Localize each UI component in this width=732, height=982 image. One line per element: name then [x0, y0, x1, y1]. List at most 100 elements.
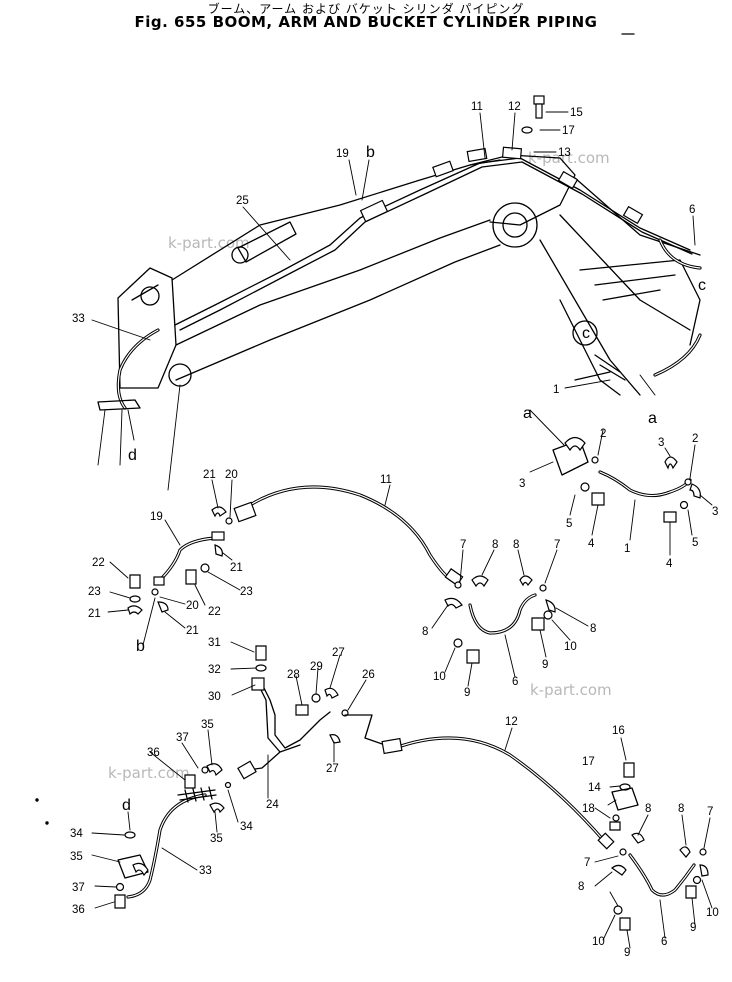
callout-label: 1: [624, 543, 630, 555]
callout-letter: a: [523, 405, 532, 422]
callout-label: 21: [88, 608, 101, 620]
callout-label: 21: [186, 625, 199, 637]
group-24-labels: 31 32 30 28 29 27 26 27 24 34 35 37 36 3…: [147, 637, 375, 845]
callout-label: 10: [706, 907, 719, 919]
watermark: k-part.com: [528, 149, 610, 167]
callout-label: 9: [690, 922, 696, 934]
callout-letter: c: [698, 277, 706, 294]
callout-label: 1: [553, 384, 559, 396]
title-japanese: ブーム、アーム および バケット シリンダ パイピング: [207, 2, 525, 16]
callout-label: 29: [310, 661, 323, 673]
callout-label: 3: [519, 478, 525, 490]
callout-label: 2: [692, 433, 698, 445]
callout-label: 7: [554, 539, 560, 551]
callout-label: 5: [692, 537, 698, 549]
callout-label: 21: [203, 469, 216, 481]
callout-label: 36: [147, 747, 160, 759]
title-english: Fig. 655 BOOM, ARM AND BUCKET CYLINDER P…: [134, 13, 598, 31]
callout-label: 37: [176, 732, 189, 744]
callout-label: 4: [588, 538, 595, 550]
callout-label: 10: [564, 641, 577, 653]
callout-label: 11: [380, 474, 392, 486]
callout-label: 25: [236, 195, 249, 207]
callout-label: 7: [707, 806, 713, 818]
callout-label: 8: [513, 539, 519, 551]
callout-label: 35: [201, 719, 214, 731]
callout-label: 12: [505, 716, 518, 728]
callout-label: 20: [225, 469, 238, 481]
callout-label: 33: [72, 313, 85, 325]
callout-label: 8: [492, 539, 498, 551]
callout-label: 6: [512, 676, 518, 688]
callout-label: 34: [240, 821, 253, 833]
callout-label: 3: [712, 506, 718, 518]
callout-label: 3: [658, 437, 664, 449]
callout-label: 11: [471, 101, 483, 113]
callout-letter: b: [366, 144, 375, 161]
top-leaders: [91, 95, 696, 441]
callout-label: 12: [508, 101, 521, 113]
callout-label: 35: [70, 851, 83, 863]
watermark: k-part.com: [108, 764, 190, 782]
callout-label: 2: [600, 428, 606, 440]
callout-label: 8: [422, 626, 428, 638]
callout-label: 4: [666, 558, 673, 570]
callout-label: 23: [88, 586, 101, 598]
callout-label: 9: [624, 947, 630, 959]
callout-label: 21: [230, 562, 243, 574]
callout-label: 8: [645, 803, 651, 815]
callout-label: 31: [208, 637, 221, 649]
callout-label: 17: [562, 125, 575, 137]
callout-letter: c: [582, 325, 590, 342]
callout-label: 18: [582, 803, 595, 815]
group-a-labels: a 3 2 3 2 5 4 1 3 4 5: [519, 405, 718, 570]
callout-label: 33: [199, 865, 212, 877]
group-hose6-left-labels: 7 8 8 7 8 8 10 9 6 9 10: [422, 539, 596, 699]
callout-label: 35: [210, 833, 223, 845]
callout-label: 20: [186, 600, 199, 612]
callout-label: 19: [150, 511, 163, 523]
callout-label: 6: [661, 936, 667, 948]
watermark: k-part.com: [530, 681, 612, 699]
callout-label: 10: [433, 671, 446, 683]
group-33-labels: d 34 35 37 36 33: [70, 797, 212, 916]
callout-label: 37: [72, 882, 85, 894]
top-labels: 11 12 15 17 13 19 b 25 6 c c 33 1 a d: [72, 101, 706, 464]
hose-6-left-group: [431, 549, 589, 687]
callout-label: 30: [208, 691, 221, 703]
callout-label: 27: [326, 763, 339, 775]
callout-label: 19: [336, 148, 349, 160]
callout-letter: d: [122, 797, 131, 814]
callout-letter: d: [128, 447, 137, 464]
callout-label: 9: [542, 659, 548, 671]
callout-label: 7: [460, 539, 466, 551]
group-12-labels: 12 16 17 14 18 8 8 7 7 8 10 9 6 9 10: [505, 716, 719, 959]
callout-label: 8: [678, 803, 684, 815]
callout-label: 28: [287, 669, 300, 681]
callout-label: 14: [588, 782, 601, 794]
callout-letter: a: [648, 410, 657, 427]
callout-label: 23: [240, 586, 253, 598]
hose-11-19-group: [107, 479, 464, 646]
boom-assembly: [97, 146, 702, 491]
callout-label: 24: [266, 799, 279, 811]
callout-label: 8: [578, 881, 584, 893]
callout-label: 34: [70, 828, 83, 840]
callout-label: 16: [612, 725, 625, 737]
callout-label: 32: [208, 664, 221, 676]
callout-label: 17: [582, 756, 595, 768]
watermark: k-part.com: [168, 234, 250, 252]
callout-label: 8: [590, 623, 596, 635]
callout-label: 26: [362, 669, 375, 681]
callout-label: 6: [689, 204, 695, 216]
callout-label: 27: [332, 647, 345, 659]
hose-33-group: [91, 786, 217, 909]
hose-1-group: [529, 409, 713, 556]
callout-label: 5: [566, 518, 572, 530]
callout-label: 9: [464, 687, 470, 699]
hose-12-group: [344, 714, 713, 949]
tube-24-group: [149, 641, 367, 833]
group-b-labels: 11 21 20 19 21 22 23 23 21 20 22 21 b: [88, 469, 392, 655]
